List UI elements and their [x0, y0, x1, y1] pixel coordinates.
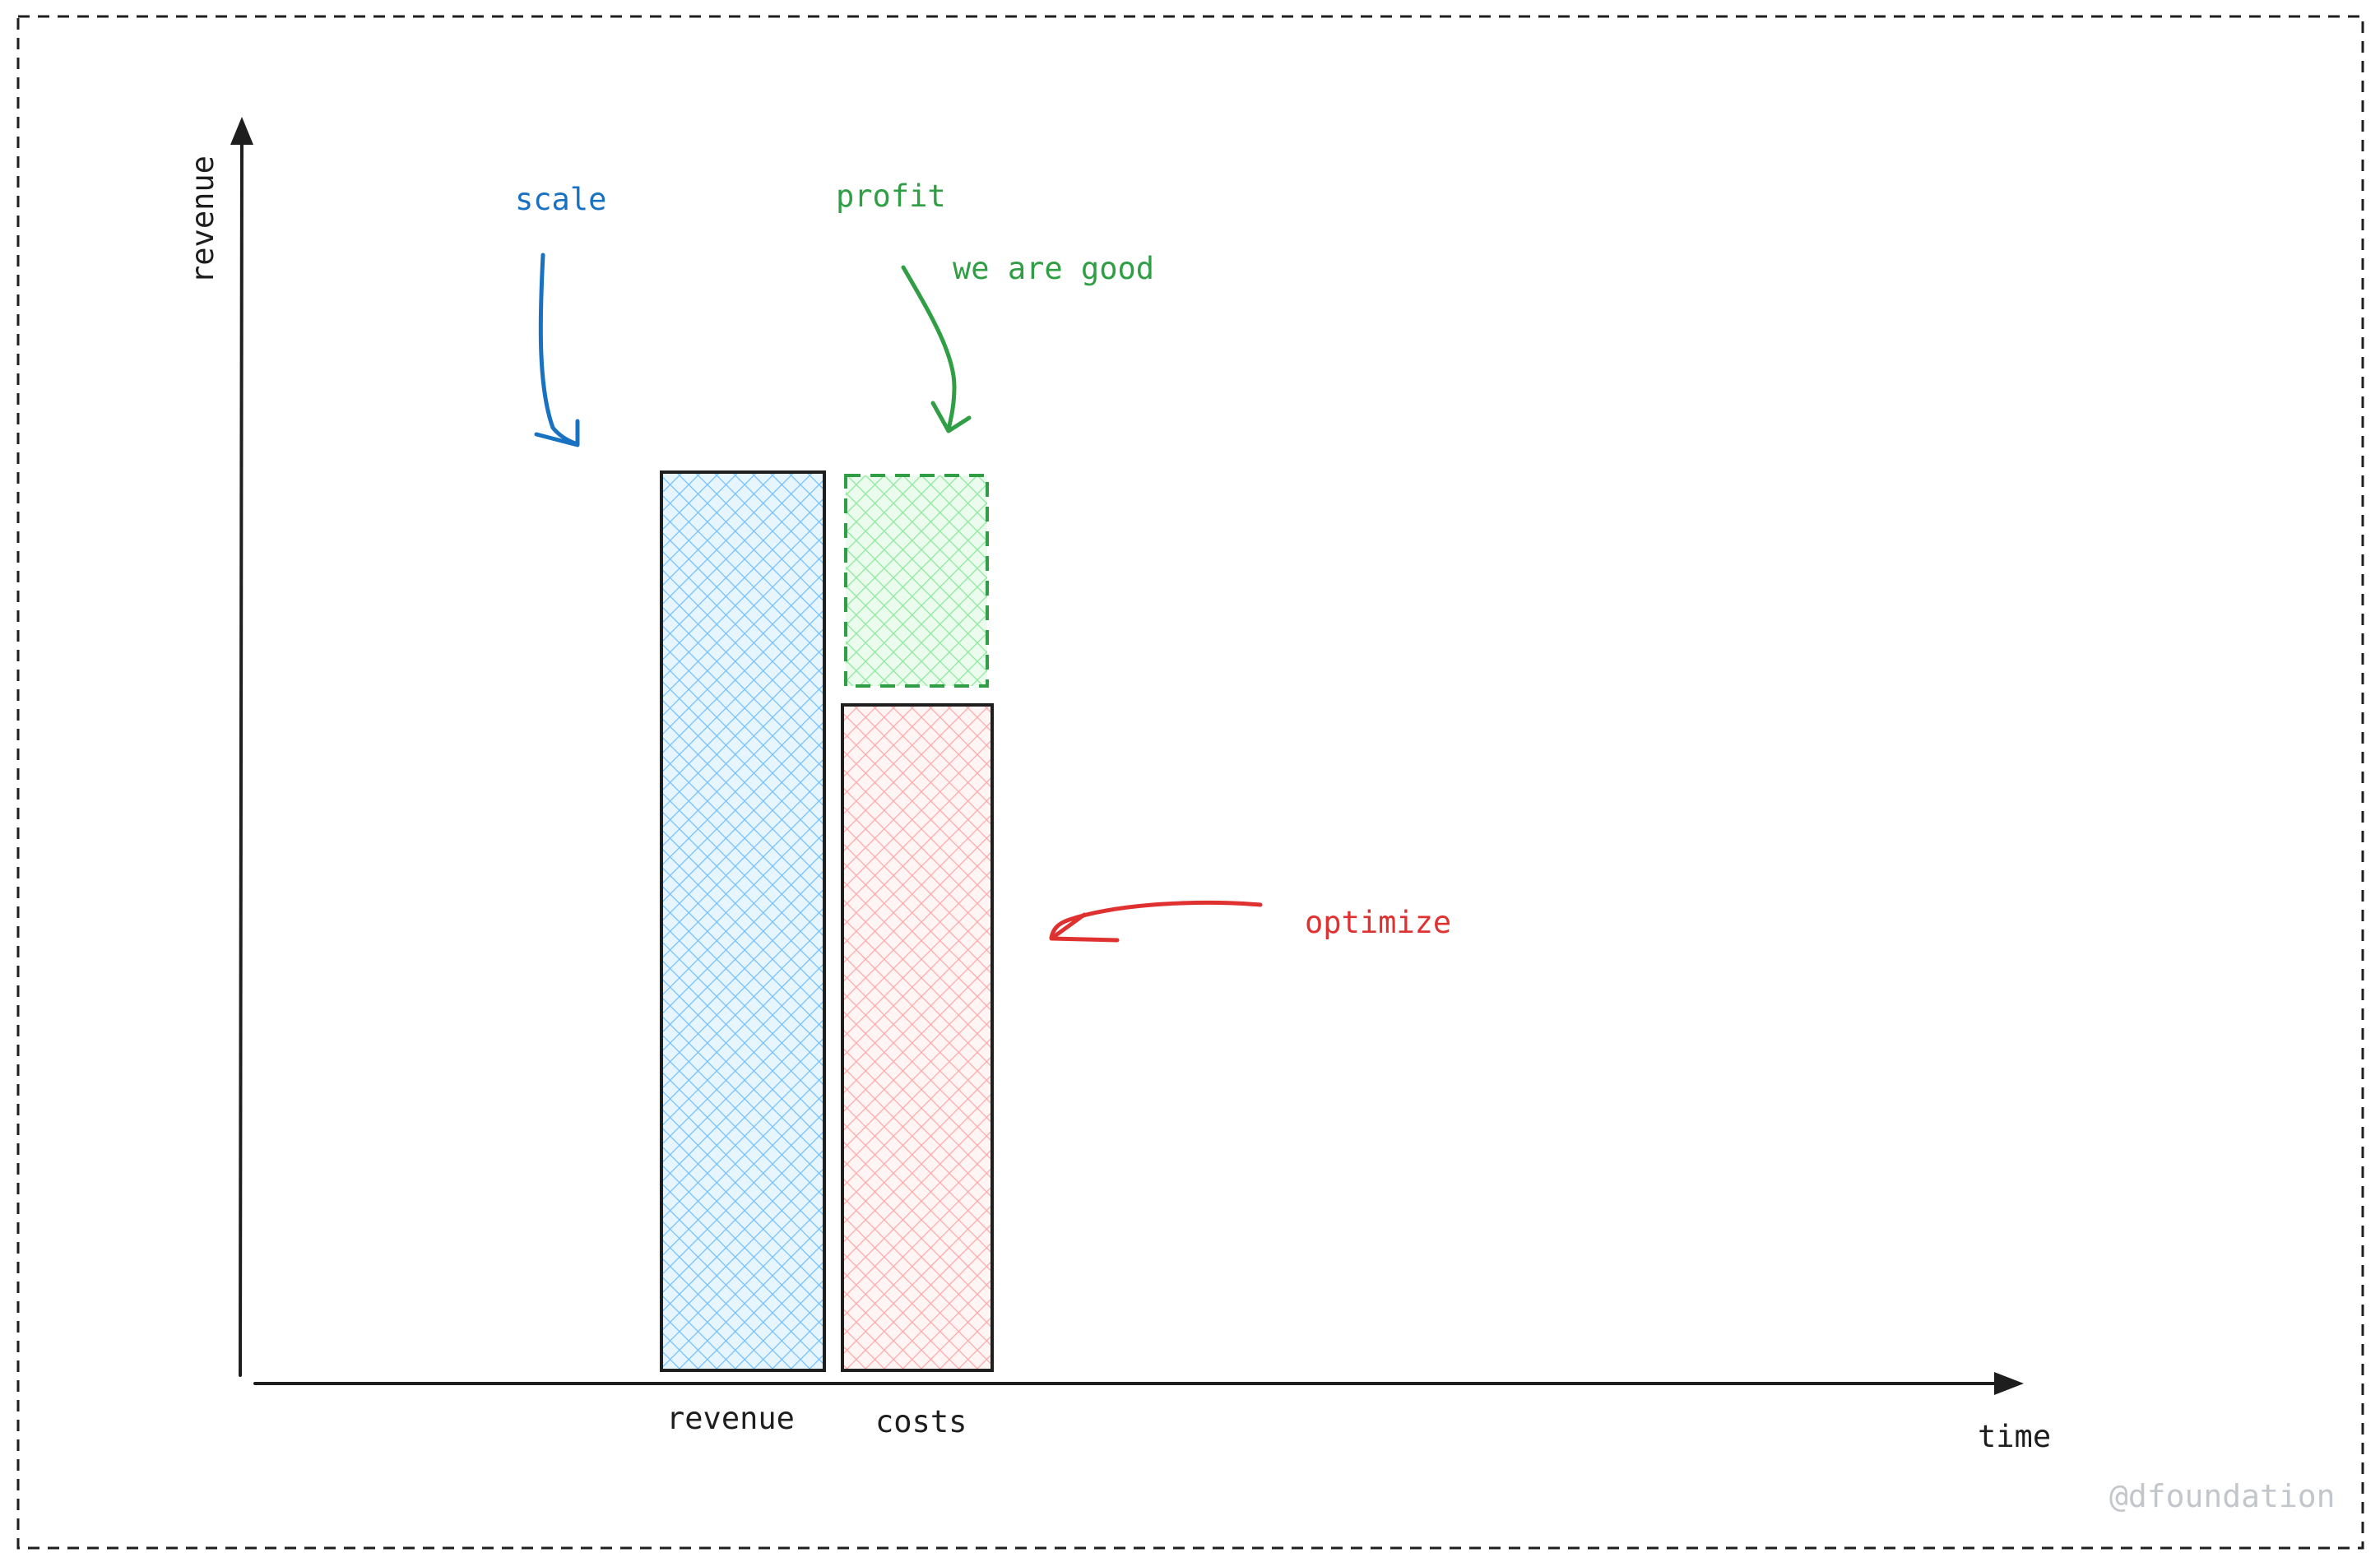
revenue-bar — [660, 470, 826, 1372]
we-are-good-annotation: we are good — [953, 251, 1155, 286]
scale-arrow — [534, 253, 580, 447]
optimize-annotation: optimize — [1305, 905, 1452, 940]
we-are-good-arrow — [901, 265, 972, 433]
profit-annotation: profit — [836, 178, 946, 214]
x-axis — [253, 1372, 2024, 1395]
scale-annotation: scale — [515, 182, 607, 217]
watermark: @dfoundation — [2109, 1478, 2336, 1514]
profit-bar — [844, 474, 989, 688]
x-axis-label: time — [1978, 1419, 2052, 1454]
optimize-arrow — [1049, 900, 1263, 943]
y-axis-label: revenue — [185, 155, 220, 284]
y-axis — [230, 117, 253, 1377]
costs-bar-label: costs — [875, 1404, 967, 1439]
revenue-bar-label: revenue — [666, 1401, 795, 1436]
dashed-frame — [16, 15, 2364, 1550]
costs-bar — [841, 703, 994, 1372]
